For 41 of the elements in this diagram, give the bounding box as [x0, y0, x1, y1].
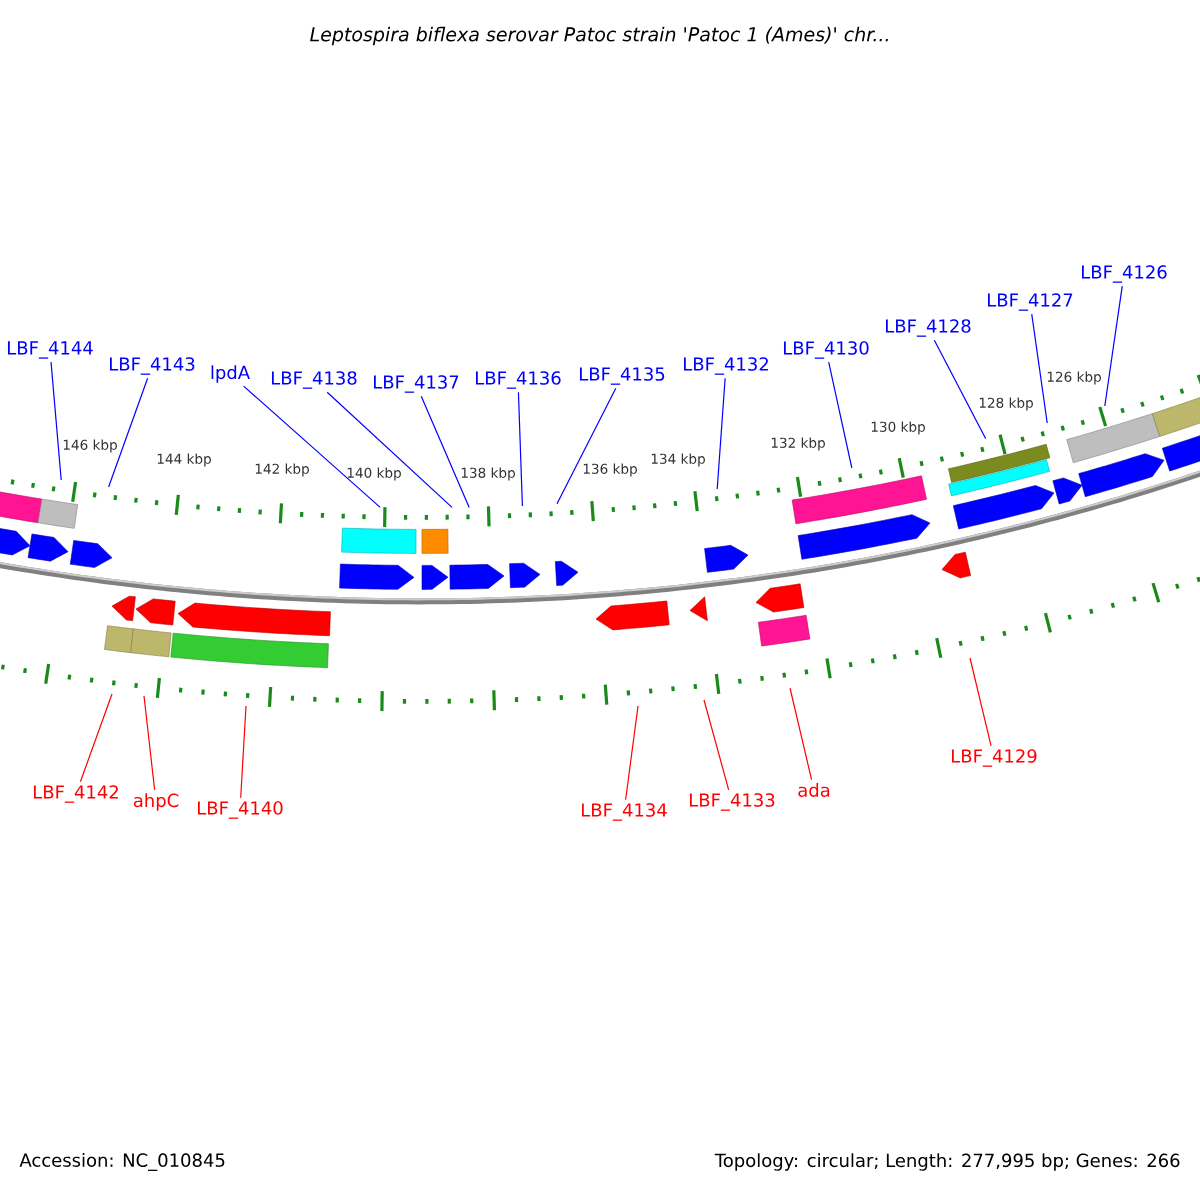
leader-line	[1104, 285, 1123, 407]
gene-label: LBF_4128	[886, 319, 971, 337]
leader-line	[108, 377, 149, 488]
gene-label: LBF_4135	[580, 367, 665, 385]
gene-label: LBF_4127	[988, 293, 1073, 311]
leader-line	[420, 395, 470, 508]
gene-label: lpdA	[211, 365, 250, 383]
gene-label: LBF_4137	[374, 375, 459, 393]
gene-label: LBF_4132	[684, 357, 768, 375]
leader-line	[517, 391, 523, 507]
map-title: Leptospira biflexa serovar Patoc strain 'Patoc 1 (Ames)' chr...	[310, 26, 888, 46]
gene-label: LBF_4134	[582, 803, 667, 821]
gene-label: LBF_4140	[198, 801, 283, 819]
gene-label: LBF_4142	[34, 785, 118, 803]
leader-line	[243, 385, 381, 508]
gene-label: LBF_4130	[784, 341, 869, 359]
leader-line	[79, 693, 113, 783]
leader-line	[703, 699, 730, 791]
leader-line	[50, 361, 62, 481]
gene-label: LBF_4144	[8, 341, 93, 359]
gene-label: ada	[798, 783, 830, 797]
gene-label: LBF_4133	[690, 793, 775, 811]
leader-line	[625, 705, 639, 801]
gene-label: LBF_4129	[952, 749, 1037, 767]
gene-label: LBF_4136	[476, 371, 561, 389]
leader-line	[1031, 313, 1048, 424]
leader-line	[143, 695, 156, 791]
accession-text: Accession: NC_010845	[19, 1153, 225, 1171]
leader-line	[789, 687, 813, 781]
gene-label: LBF_4138	[272, 371, 357, 389]
leader-line	[933, 339, 987, 440]
gene-label: LBF_4126	[1082, 265, 1167, 283]
leader-line	[240, 705, 247, 799]
leader-line	[828, 361, 853, 469]
leader-line	[969, 657, 992, 747]
leader-line	[716, 377, 726, 490]
leader-line	[326, 391, 453, 508]
leader-line	[556, 387, 617, 505]
topology-text: Topology: circular; Length: 277,995 bp; Genes: 266	[714, 1153, 1180, 1171]
gene-label: LBF_4143	[110, 357, 195, 375]
gene-label: ahpC	[133, 793, 179, 811]
